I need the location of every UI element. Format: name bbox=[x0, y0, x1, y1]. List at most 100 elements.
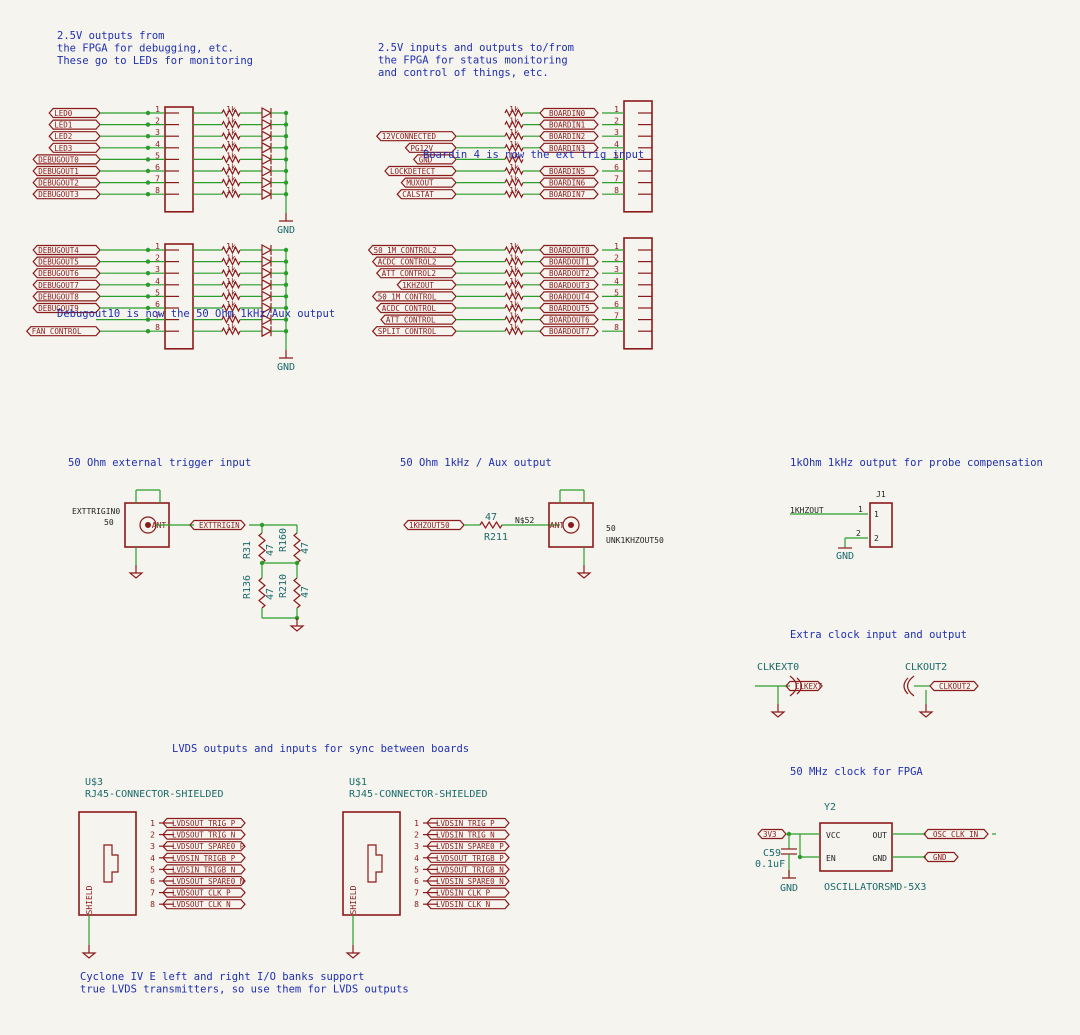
led-block-2-net-5: DEBUGOUT9 bbox=[38, 304, 79, 313]
rj45-u3-net-2: LVDSOUT_SPARE0_P bbox=[172, 842, 245, 851]
y2-value: OSCILLATORSMD-5X3 bbox=[824, 882, 926, 893]
boardin-block-right-3: BOARDIN3 bbox=[549, 144, 585, 153]
boardout-block-pin-0: 1 bbox=[614, 242, 619, 251]
led-triangle bbox=[261, 325, 273, 338]
clkout-ref: CLKOUT2 bbox=[905, 662, 947, 673]
ext-trig-conn-name: EXTTRIGIN0 bbox=[72, 507, 120, 516]
rj45-u1-pin-6: 7 bbox=[414, 889, 419, 898]
led-block-1-gnd-text: GND bbox=[277, 225, 295, 236]
boardout-block-right-7: BOARDOUT7 bbox=[549, 327, 590, 336]
rj45-u3-shield: SHIELD bbox=[85, 885, 94, 914]
rj45-u3-net-5: LVDSOUT_SPARE0_N bbox=[172, 877, 244, 886]
rj45-u3-pin-0: 1 bbox=[150, 819, 155, 828]
boardin-block-res-4 bbox=[504, 155, 524, 164]
r210 bbox=[293, 577, 301, 609]
boardout-block-pin-7: 8 bbox=[614, 323, 619, 332]
rj45-u3-net-3: LVDSIN_TRIGB_P bbox=[172, 854, 236, 863]
boardout-block-res-label-3: 1k bbox=[509, 277, 519, 286]
clkext-connector-inner bbox=[796, 677, 803, 695]
led-block-2-pin-6: 7 bbox=[155, 312, 160, 321]
debugout-note: Debugout10 is now the 50 Ohm 1kHz/Aux ou… bbox=[57, 308, 335, 320]
led-block-1-pin-2: 3 bbox=[155, 128, 160, 137]
boardout-block-right-1-flag bbox=[539, 256, 599, 267]
led-block-2-pin-2: 3 bbox=[155, 265, 160, 274]
boardin-block-pin-1: 2 bbox=[614, 117, 619, 126]
led-block-2-res-label-4: 1k bbox=[226, 288, 236, 297]
aux-net: 1KHZOUT50 bbox=[409, 521, 450, 530]
boardout-block-res-7 bbox=[504, 326, 524, 336]
lvds-title: LVDS outputs and inputs for sync between… bbox=[172, 743, 469, 755]
led-block-2-net-2: DEBUGOUT6 bbox=[38, 269, 79, 278]
boardout-block-right-5-flag bbox=[539, 302, 599, 314]
boardout-block-pin-4: 5 bbox=[614, 288, 619, 297]
ext-trig-bnc-center bbox=[145, 522, 151, 528]
rj45-u1-net-7-flag bbox=[426, 899, 510, 910]
led-block-1-res-5 bbox=[221, 166, 241, 176]
rj45-u3-net-7: LVDSOUT_CLK_N bbox=[172, 900, 231, 909]
led-triangle bbox=[261, 176, 273, 189]
clkout-connector bbox=[906, 675, 915, 697]
boardin-block-pin-3: 4 bbox=[614, 140, 619, 149]
boardin-block-right-0: BOARDIN0 bbox=[549, 109, 586, 118]
led-block-1-net-5: DEBUGOUT1 bbox=[38, 167, 79, 176]
led-block-2-res-1 bbox=[221, 257, 241, 266]
boardin-block-right-2-flag bbox=[539, 131, 599, 142]
boardout-block-left-7: SPLIT_CONTROL bbox=[378, 327, 437, 336]
rj45-u1-value: RJ45-CONNECTOR-SHIELDED bbox=[349, 789, 487, 800]
clkext-ref: CLKEXT0 bbox=[757, 662, 799, 673]
clkout-gnd bbox=[918, 704, 934, 718]
clkout-net-flag bbox=[929, 680, 979, 692]
boardout-block-right-6: BOARDOUT6 bbox=[549, 316, 590, 325]
clkout-net: CLKOUT2 bbox=[939, 682, 971, 691]
y2-vcc: VCC bbox=[826, 831, 841, 840]
led-triangle bbox=[261, 313, 273, 326]
aux-connector bbox=[548, 502, 594, 548]
aux-conn-name: UNK1KHZOUT50 bbox=[606, 536, 664, 545]
led-block-2-res-label-7: 1k bbox=[226, 323, 236, 332]
status-note-line-2: and control of things, etc. bbox=[378, 67, 549, 79]
ext-trig-conn-value: 50 bbox=[104, 518, 114, 527]
led-block-2-net-3: DEBUGOUT7 bbox=[38, 281, 79, 290]
rj45-u3-jack-icon bbox=[103, 844, 119, 883]
rj45-u3-pin-3: 4 bbox=[150, 854, 155, 863]
boardin-block-left-5: LOCKDETECT bbox=[390, 167, 436, 176]
led-block-1-res-2 bbox=[221, 131, 241, 141]
led-block-2-pin-5: 6 bbox=[155, 300, 160, 309]
rj45-u1-pin-3: 4 bbox=[414, 854, 419, 863]
boardout-block-right-4-flag bbox=[539, 291, 599, 302]
boardout-block-res-label-5: 1k bbox=[509, 300, 519, 309]
boardout-block-right-2-flag bbox=[539, 268, 599, 279]
led-block-2-res-label-1: 1k bbox=[226, 254, 236, 263]
led-block-1-res-label-0: 1k bbox=[226, 105, 236, 114]
rj45-u1-net-4: LVDSOUT_TRIGB_N bbox=[436, 865, 504, 874]
led-block-1-pin-5: 6 bbox=[155, 163, 160, 172]
boardin-block-res-label-4: 1k bbox=[509, 151, 519, 160]
led-triangle bbox=[261, 106, 273, 120]
rj45-u1-net-6-flag bbox=[426, 887, 510, 898]
c59-ref: C59 bbox=[763, 848, 781, 859]
led-block-1-net-4: DEBUGOUT0 bbox=[38, 155, 79, 164]
boardout-block-res-6 bbox=[504, 315, 524, 324]
led-block-1-res-7 bbox=[221, 189, 241, 199]
rj45-u3-pin-5: 6 bbox=[150, 877, 155, 886]
led-block-1-res-0 bbox=[221, 108, 241, 118]
clkout-connector-inner bbox=[903, 677, 909, 695]
led-block-2-res-label-5: 1k bbox=[226, 300, 236, 309]
rj45-u1-net-7: LVDSIN_CLK_N bbox=[436, 900, 490, 909]
rj45-u3-net-0-flag bbox=[162, 817, 246, 829]
rj45-u3-net-4-flag bbox=[162, 864, 246, 875]
rj45-u3-pin-2: 3 bbox=[150, 842, 155, 851]
boardout-block-res-label-0: 1k bbox=[509, 242, 519, 251]
clock50-title: 50 MHz clock for FPGA bbox=[790, 766, 923, 778]
boardin-block-res-6 bbox=[504, 178, 524, 187]
rj45-u1-net-5-flag bbox=[426, 875, 510, 887]
led-block-1-pin-0: 1 bbox=[155, 105, 160, 114]
boardin-block-res-2 bbox=[504, 131, 524, 141]
y2-en: EN bbox=[826, 854, 836, 863]
boardout-block-pin-1: 2 bbox=[614, 254, 619, 263]
led-block-2-res-label-2: 1k bbox=[226, 265, 236, 274]
ext-trig-net-flag bbox=[189, 519, 246, 531]
boardin-block-res-label-5: 1k bbox=[509, 163, 519, 172]
